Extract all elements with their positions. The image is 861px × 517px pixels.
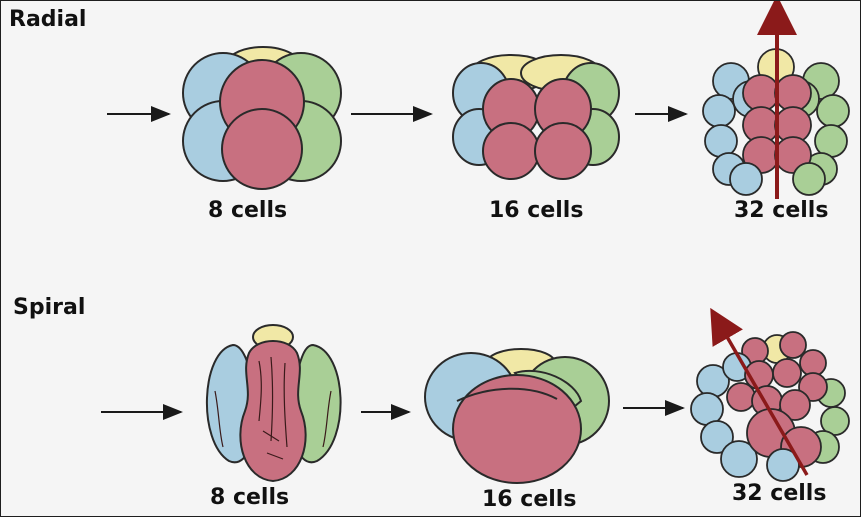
radial-16-cell-embryo bbox=[453, 55, 619, 179]
spiral-8-cell-embryo bbox=[207, 325, 341, 481]
spiral-32-cell-embryo bbox=[691, 332, 849, 481]
spiral-16-cell-embryo bbox=[425, 349, 609, 483]
radial-8-cell-embryo bbox=[183, 47, 341, 189]
